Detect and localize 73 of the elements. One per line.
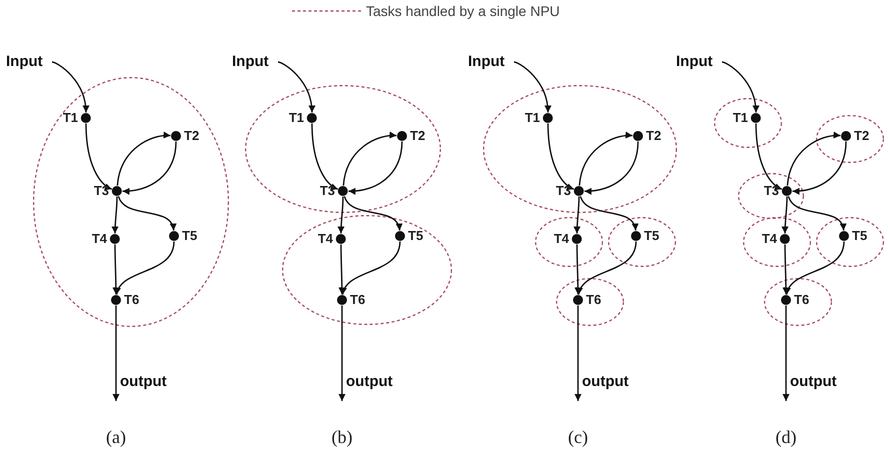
task-label: T5 <box>182 229 198 243</box>
arrow <box>338 244 346 294</box>
arrow <box>755 123 782 190</box>
panel-caption: (b) <box>332 427 352 447</box>
panel-caption: (d) <box>776 427 796 447</box>
arrow <box>788 196 846 231</box>
arrow <box>782 306 790 401</box>
task-label: T6 <box>586 293 602 307</box>
arrow <box>118 196 176 231</box>
task-label: T1 <box>62 111 78 125</box>
arrow <box>785 241 845 295</box>
arrow <box>514 61 551 113</box>
arrow <box>792 141 847 194</box>
task-label: T1 <box>524 111 540 125</box>
arrow <box>577 241 637 295</box>
task-label: T6 <box>794 293 810 307</box>
edge-label: output <box>346 373 393 390</box>
arrow <box>115 241 175 295</box>
task-label: T1 <box>732 111 748 125</box>
task-label: T4 <box>92 232 107 246</box>
task-label: T1 <box>288 111 304 125</box>
task-label: T3 <box>94 184 109 198</box>
task-label: T6 <box>350 293 366 307</box>
task-label: T5 <box>408 229 424 243</box>
panel-caption: (a) <box>106 427 126 447</box>
input-label: Input <box>468 53 505 71</box>
arrow <box>578 132 633 186</box>
task-label: T2 <box>646 129 662 143</box>
task-label: T3 <box>556 184 571 198</box>
task-label: T4 <box>554 232 569 246</box>
arrow <box>122 141 177 194</box>
arrow <box>311 123 338 190</box>
input-label: Input <box>676 53 713 71</box>
arrow <box>547 123 574 190</box>
arrow <box>112 196 119 234</box>
legend-text: Tasks handled by a single NPU <box>366 3 560 19</box>
edge-label: output <box>120 373 167 390</box>
arrow <box>722 61 759 113</box>
arrow <box>574 196 581 234</box>
task-label: T3 <box>320 184 335 198</box>
arrow <box>52 61 89 113</box>
arrow <box>782 196 789 234</box>
panel-caption: (c) <box>568 427 588 447</box>
arrow <box>782 244 790 294</box>
arrow <box>348 141 403 194</box>
arrow <box>112 244 120 294</box>
arrow <box>574 306 582 401</box>
input-label: Input <box>6 53 43 71</box>
arrow <box>341 241 401 295</box>
task-label: T2 <box>410 129 426 143</box>
arrow <box>584 141 639 194</box>
task-label: T2 <box>854 129 870 143</box>
arrow <box>116 132 171 186</box>
task-label: T6 <box>124 293 140 307</box>
arrow <box>342 132 397 186</box>
task-label: T4 <box>762 232 777 246</box>
arrow <box>344 196 402 231</box>
edge-label: output <box>790 373 837 390</box>
arrow <box>85 123 112 190</box>
task-label: T4 <box>318 232 333 246</box>
task-label: T5 <box>644 229 660 243</box>
input-label: Input <box>232 53 269 71</box>
arrow <box>338 196 345 234</box>
arrow <box>112 306 120 401</box>
edge-label: output <box>582 373 629 390</box>
arrow <box>580 196 638 231</box>
arrow <box>278 61 315 113</box>
task-label: T5 <box>852 229 868 243</box>
arrow <box>338 306 346 401</box>
arrow <box>786 132 841 186</box>
task-label: T2 <box>184 129 200 143</box>
arrow <box>574 244 582 294</box>
task-label: T3 <box>764 184 779 198</box>
